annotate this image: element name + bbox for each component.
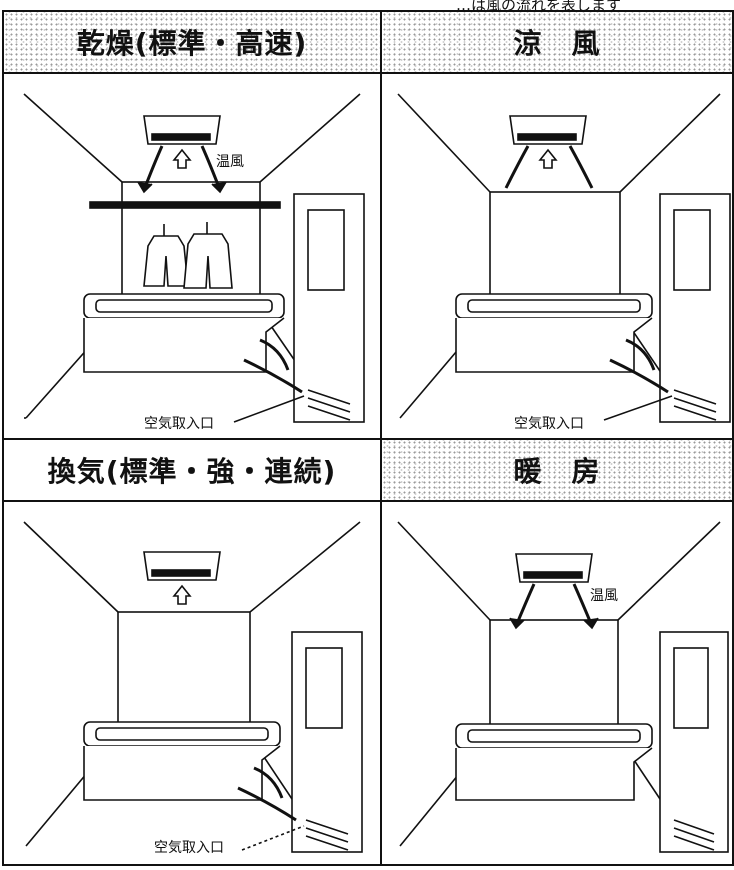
- panel-cool-breeze: 空気取入口: [382, 74, 734, 440]
- air-intake-label: 空気取入口: [154, 840, 224, 856]
- bathroom-heating-illustration: 温風: [397, 521, 729, 853]
- bathroom-ventilation-illustration: 空気取入口: [23, 521, 363, 856]
- header-cool-breeze: 涼 風: [382, 12, 734, 74]
- bathroom-cool-breeze-illustration: 空気取入口: [397, 93, 731, 432]
- header-heating: 暖 房: [382, 440, 734, 502]
- header-cool-breeze-text: 涼 風: [513, 27, 601, 60]
- panel-dry: 温風 空気取入口: [4, 74, 382, 440]
- header-dry: 乾燥(標準・高速): [4, 12, 382, 74]
- air-intake-label: 空気取入口: [144, 416, 214, 432]
- header-dry-text: 乾燥(標準・高速): [76, 27, 308, 60]
- panel-heating: 温風: [382, 502, 734, 866]
- mode-diagram-grid: 乾燥(標準・高速) 涼 風: [2, 10, 734, 866]
- header-heating-text: 暖 房: [513, 455, 601, 488]
- bathroom-dry-illustration: 温風 空気取入口: [23, 93, 365, 432]
- warm-air-label: 温風: [216, 154, 244, 170]
- header-ventilation: 換気(標準・強・連続): [4, 440, 382, 502]
- warm-air-label: 温風: [590, 588, 618, 604]
- header-ventilation-text: 換気(標準・強・連続): [47, 455, 337, 488]
- air-intake-label: 空気取入口: [514, 416, 584, 432]
- panel-ventilation: 空気取入口: [4, 502, 382, 866]
